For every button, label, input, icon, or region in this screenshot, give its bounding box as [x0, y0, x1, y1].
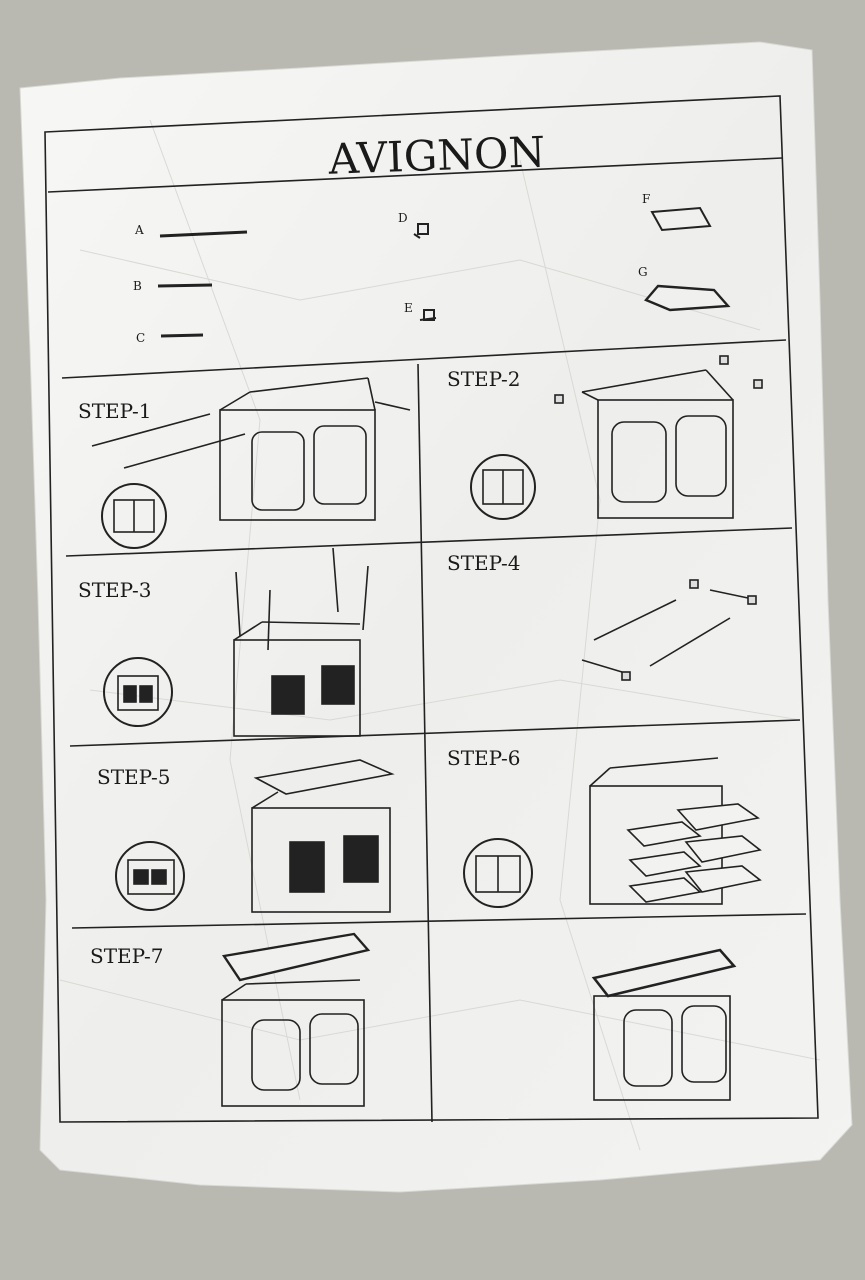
- grid-lines: [44, 95, 819, 1123]
- part-e-connector: [419, 309, 437, 321]
- step-1-illustration: [91, 377, 411, 549]
- part-f-panel: [650, 206, 712, 232]
- step-7-illustration: [221, 932, 371, 1107]
- part-label-f: F: [642, 192, 650, 206]
- paper-sheet: [19, 41, 853, 1193]
- step-6-label: STEP-6: [447, 746, 521, 770]
- step-1-label: STEP-1: [78, 399, 152, 423]
- sheet-title: AVIGNON: [327, 127, 546, 184]
- part-g-panel: [644, 284, 731, 312]
- part-label-g: G: [638, 265, 648, 279]
- step-2-illustration: [470, 355, 763, 520]
- part-label-c: C: [136, 331, 145, 345]
- step-7-label: STEP-7: [90, 944, 164, 968]
- step-6-illustration: [463, 757, 762, 908]
- part-b-rod: [157, 283, 213, 288]
- step-5-illustration: [115, 759, 395, 913]
- final-assembly-illustration: [591, 948, 737, 1101]
- step-3-label: STEP-3: [78, 578, 152, 602]
- part-c-rod: [160, 333, 204, 338]
- step-2-label: STEP-2: [447, 367, 521, 391]
- paper-creases: [59, 119, 821, 1151]
- step-4-label: STEP-4: [447, 551, 521, 575]
- step-4-illustration: [581, 579, 757, 681]
- part-label-b: B: [133, 279, 142, 293]
- part-d-connector: [413, 223, 429, 239]
- parts-section: A B C D E F G: [133, 192, 731, 345]
- part-label-e: E: [404, 301, 413, 315]
- step-3-illustration: [103, 547, 369, 737]
- step-5-label: STEP-5: [97, 765, 171, 789]
- part-a-rod: [159, 230, 248, 238]
- part-label-d: D: [398, 211, 408, 225]
- part-label-a: A: [134, 223, 144, 237]
